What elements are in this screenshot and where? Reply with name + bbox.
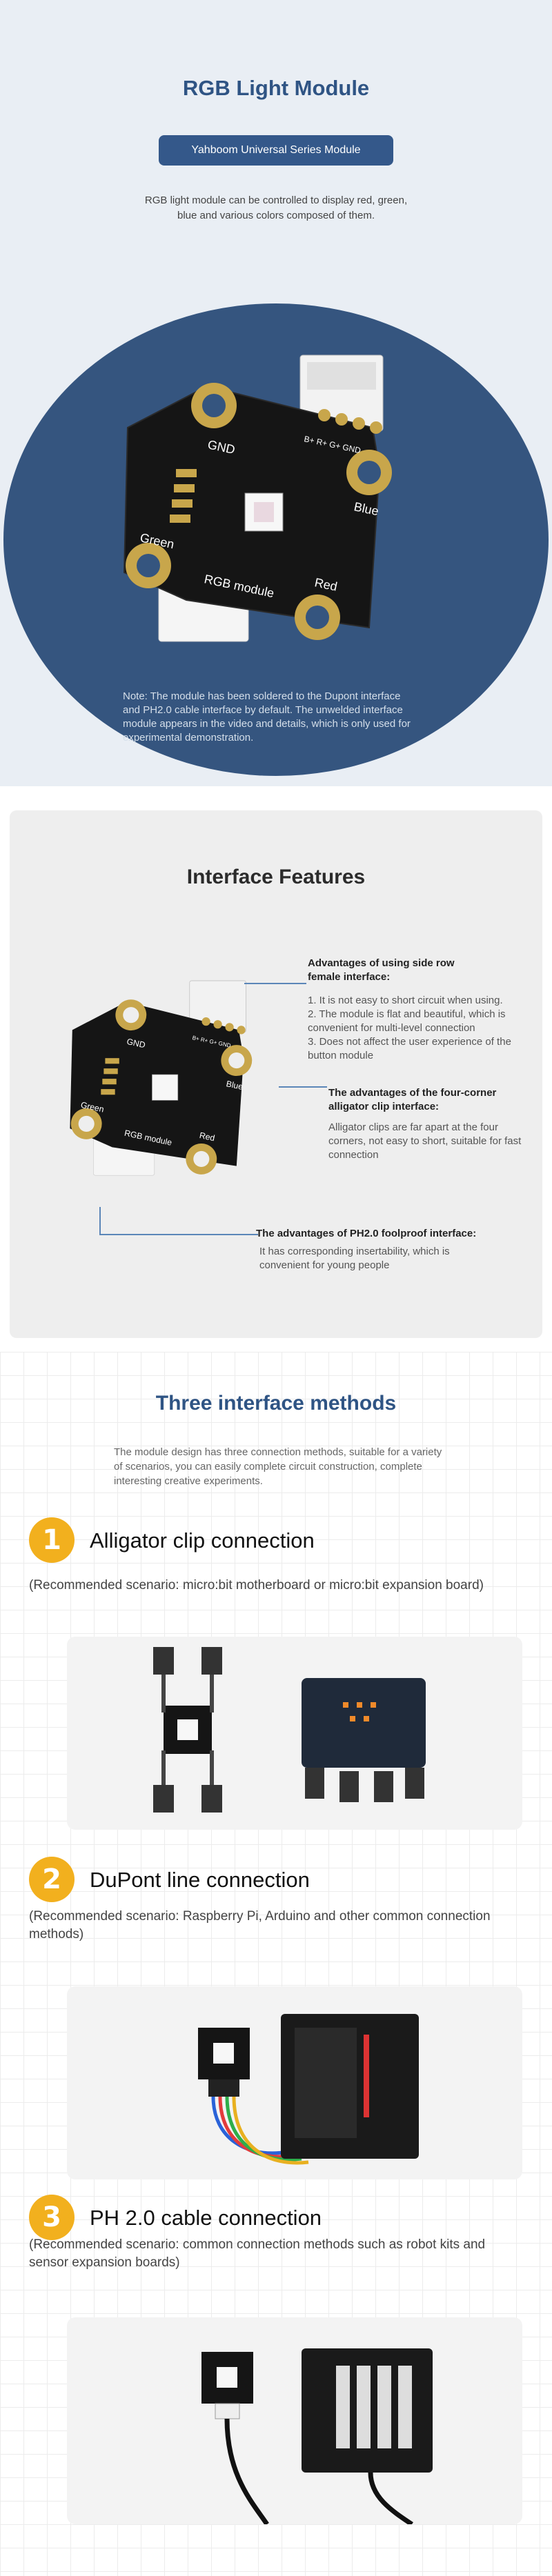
rgb-module-board-image-small: GND B+ R+ G+ GND Blue Green RGB module R…	[70, 980, 253, 1176]
method-3-title: PH 2.0 cable connection	[90, 2206, 322, 2230]
method-2-scenario: (Recommended scenario: Raspberry Pi, Ard…	[29, 1909, 491, 1941]
method-1-scenario: (Recommended scenario: micro:bit motherb…	[29, 1578, 484, 1592]
interface-methods-section: Three interface methods The module desig…	[0, 1352, 552, 2576]
rgb-module-board-image: GND B+ R+ G+ GND Blue Green RGB module R…	[123, 355, 392, 642]
side-row-item-2: 2. The module is flat and beautiful, whi…	[308, 1008, 506, 1034]
method-1-title: Alligator clip connection	[90, 1528, 315, 1552]
features-title: Interface Features	[186, 866, 366, 888]
ph20-text: It has corresponding insertability, whic…	[259, 1246, 450, 1271]
board-blue-label: Blue	[226, 1079, 244, 1092]
side-row-heading: Advantages of using side row female inte…	[308, 957, 455, 983]
board-gnd-label: GND	[126, 1037, 146, 1050]
method-3-photo	[67, 2317, 522, 2524]
ph20-heading: The advantages of PH2.0 foolproof interf…	[256, 1228, 477, 1239]
method-1-photo	[67, 1637, 522, 1830]
hero-note: Note: The module has been soldered to th…	[123, 690, 411, 743]
method-3-number-badge: 3	[29, 2195, 75, 2240]
alligator-heading: The advantages of the four-corner alliga…	[328, 1087, 497, 1112]
callout-line-ph20-h	[99, 1234, 258, 1235]
method-2-number-badge: 2	[29, 1857, 75, 1902]
side-row-item-3: 3. Does not affect the user experience o…	[308, 1036, 511, 1061]
page-title: RGB Light Module	[182, 76, 370, 100]
hero-section: RGB Light Module Yahboom Universal Serie…	[0, 0, 552, 786]
method-2-title: DuPont line connection	[90, 1868, 310, 1892]
alligator-text: Alligator clips are far apart at the fou…	[328, 1121, 522, 1161]
methods-description: The module design has three connection m…	[114, 1446, 442, 1487]
method-2-photo	[67, 1986, 522, 2179]
callout-line-alligator	[279, 1086, 327, 1088]
board-green-label: Green	[80, 1100, 105, 1115]
method-3-scenario: (Recommended scenario: common connection…	[29, 2237, 486, 2270]
board-red-label: Red	[199, 1130, 216, 1143]
interface-features-card: Interface Features GND B+ R+ G+ GND Blue…	[10, 810, 542, 1338]
callout-line-side-row	[244, 983, 306, 984]
callout-line-ph20	[99, 1207, 101, 1235]
side-row-item-1: 1. It is not easy to short circuit when …	[308, 995, 503, 1006]
subtitle-badge: Yahboom Universal Series Module	[159, 135, 393, 166]
method-1-number-badge: 1	[29, 1517, 75, 1563]
methods-title: Three interface methods	[155, 1392, 397, 1415]
hero-description: RGB light module can be controlled to di…	[144, 194, 408, 221]
